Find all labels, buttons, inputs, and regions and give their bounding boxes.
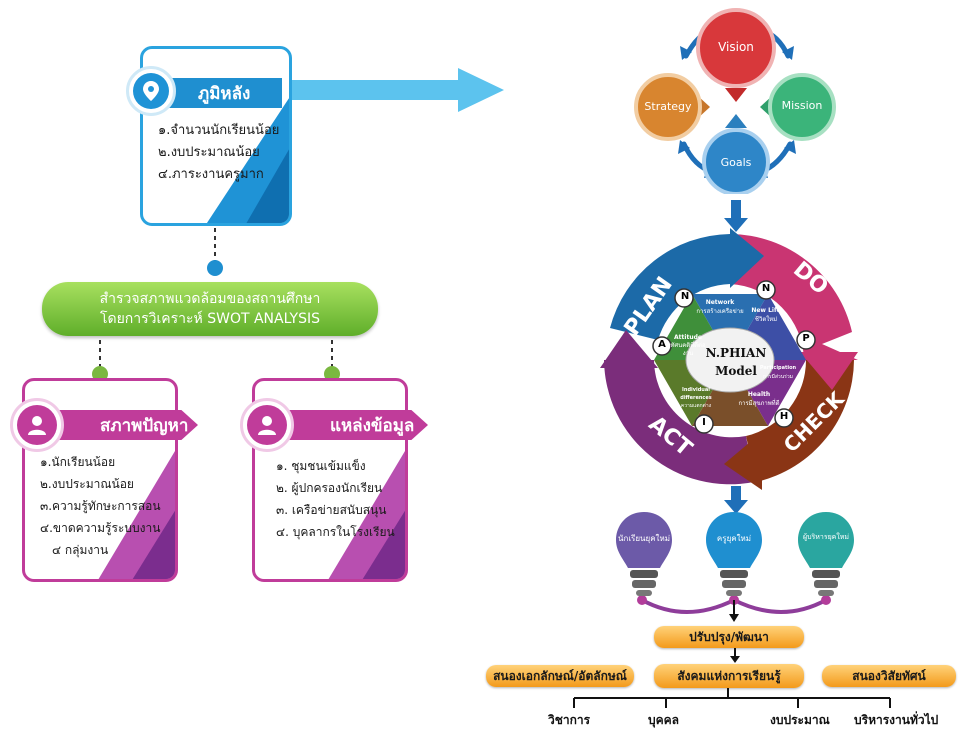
segment-letter: I [702,417,706,428]
category-label: บริหารงานทั่วไป [854,713,939,727]
pdca-cycle [600,228,858,490]
problem-item: ๓.ความรู้ทักษะการสอน [40,499,161,513]
vision-node [696,8,776,88]
strategy-node [634,73,702,141]
sources-title: แหล่งข้อมูล [330,415,415,436]
background-title: ภูมิหลัง [198,83,251,104]
location-pin-icon [126,66,176,116]
problems-title: สภาพปัญหา [100,415,189,436]
improve-pill: ปรับปรุง/พัฒนา [654,626,804,648]
survey-line-1: สำรวจสภาพแวดล้อมของสถานศึกษา [99,291,321,307]
source-item: ๓. เครือข่ายสนับสนุน [276,503,387,517]
mission-label: Mission [781,99,823,112]
category-tree [573,688,891,708]
learning-society-pill: สังคมแห่งการเรียนรู้ [654,664,804,688]
connector-dashed [207,228,223,276]
down-arrow [724,486,748,514]
strategy-label: Strategy [644,100,692,113]
segment-attitude: Attitude ทัศนคติที่ดีต่องาน [670,334,706,357]
identity-pill: สนองเอกลักษณ์/อัตลักษณ์ [486,665,634,687]
background-item: ๔.ภาระงานครูมาก [158,167,264,182]
user-icon [10,398,64,452]
user-icon [240,398,294,452]
background-items: ๑.จำนวนนักเรียนน้อย ๒.งบประมาณน้อย ๔.ภาร… [158,120,279,186]
bulb-label: ครูยุคใหม่ [716,534,752,543]
segment-individual: Individual differences ความแตกต่าง [680,387,712,409]
goals-node [702,128,770,194]
category-label: งบประมาณ [770,713,830,727]
down-arrow [724,200,748,232]
strategy-cycle [634,8,836,194]
segment-network: Network การสร้างเครือข่าย [696,299,744,315]
goals-label: Goals [720,156,752,169]
model-title: N.PHIAN [705,346,767,360]
vision-response-pill: สนองวิสัยทัศน์ [822,665,956,687]
problems-items: ๑.นักเรียนน้อย ๒.งบประมาณน้อย ๓.ความรู้ท… [40,452,161,562]
survey-banner: สำรวจสภาพแวดล้อมของสถานศึกษา โดยการวิเคร… [42,282,378,336]
background-item: ๑.จำนวนนักเรียนน้อย [158,123,280,138]
mission-node [768,73,836,141]
down-arrow [730,648,740,663]
vision-label: Vision [718,40,754,54]
lightbulb-icon [798,512,854,596]
source-item: ๑. ชุมชนเข้มแข็ง [276,459,366,473]
lightbulb-icon [616,512,672,596]
model-subtitle: Model [715,364,757,378]
bulb-label: ผู้บริหารยุคใหม่ [802,533,850,541]
problem-item: ๑.นักเรียนน้อย [40,455,116,469]
segment-letter: H [779,411,789,422]
problem-item: ๔ กลุ่มงาน [52,543,109,557]
bulb-label: นักเรียนยุคใหม่ [618,534,670,543]
problem-item: ๒.งบประมาณน้อย [40,477,134,491]
bulbs-connector [637,595,831,622]
category-label: บุคคล [648,713,680,727]
problem-item: ๔.ขาดความรู้ระบบงาน [40,521,161,535]
category-label: วิชาการ [548,713,591,727]
segment-health: Health การมีสุขภาพที่ดี [738,391,780,407]
segment-letter: N [761,283,771,294]
segment-letter: N [680,291,690,302]
segment-letter: P [802,333,810,344]
background-item: ๒.งบประมาณน้อย [158,145,260,160]
background-box [140,46,292,226]
segment-letter: A [658,339,666,350]
sources-items: ๑. ชุมชนเข้มแข็ง ๒. ผู้ปกครองนักเรียน ๓.… [276,456,395,544]
flow-arrow-right [290,68,504,112]
lightbulb-icon [706,512,762,596]
segment-participation: Participation การมีส่วนร่วม [759,365,797,380]
source-item: ๔. บุคลากรในโรงเรียน [276,525,395,539]
survey-line-2: โดยการวิเคราะห์ SWOT ANALYSIS [99,311,321,327]
segment-newlife: New Life ชีวิตใหม่ [751,307,781,323]
source-item: ๒. ผู้ปกครองนักเรียน [276,481,383,495]
